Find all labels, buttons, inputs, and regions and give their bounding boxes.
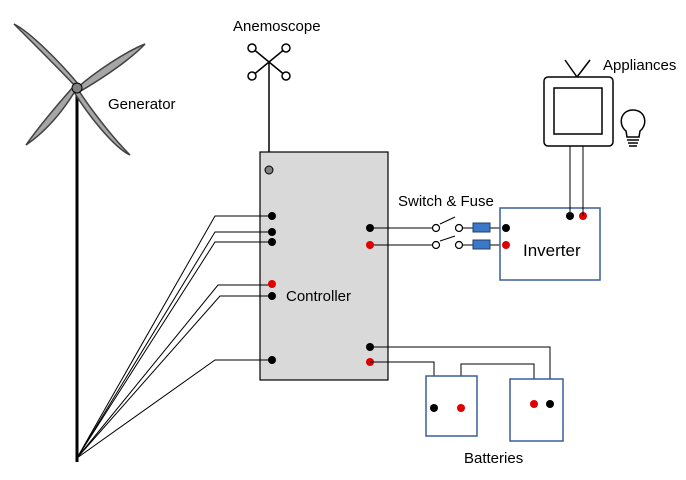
inverter-label: Inverter: [523, 241, 581, 260]
switch-contacts: [431, 223, 464, 250]
turbine-blade-lower-right: [73, 86, 131, 156]
controller-output-terminals: [366, 224, 374, 366]
fuse-icon: [472, 222, 491, 250]
wind-turbine-icon: [13, 23, 146, 462]
turbine-blade-lower-left: [25, 85, 79, 146]
appliance-wires: [569, 146, 584, 216]
inverter-wires: [370, 216, 506, 246]
turbine-blade-upper-left: [13, 23, 80, 90]
television-icon: [543, 59, 614, 147]
inverter-box: [499, 207, 601, 281]
light-bulb-icon: [620, 109, 646, 147]
generator-label: Generator: [108, 96, 176, 113]
switch-fuse-label: Switch & Fuse: [398, 193, 494, 210]
generator-wires: [76, 215, 272, 459]
anemoscope-label: Anemoscope: [233, 18, 321, 35]
turbine-hub: [71, 82, 83, 94]
battery-2-box: [509, 378, 564, 442]
controller-box: [259, 151, 389, 381]
controller-input-terminals: [268, 212, 276, 364]
appliances-label: Appliances: [603, 57, 676, 74]
anemoscope-terminal: [264, 165, 274, 175]
anemoscope-icon: [247, 43, 291, 170]
turbine-blade-upper-right: [76, 43, 146, 94]
controller-label: Controller: [286, 288, 351, 305]
batteries-label: Batteries: [464, 450, 523, 467]
battery-terminals: [430, 400, 554, 412]
